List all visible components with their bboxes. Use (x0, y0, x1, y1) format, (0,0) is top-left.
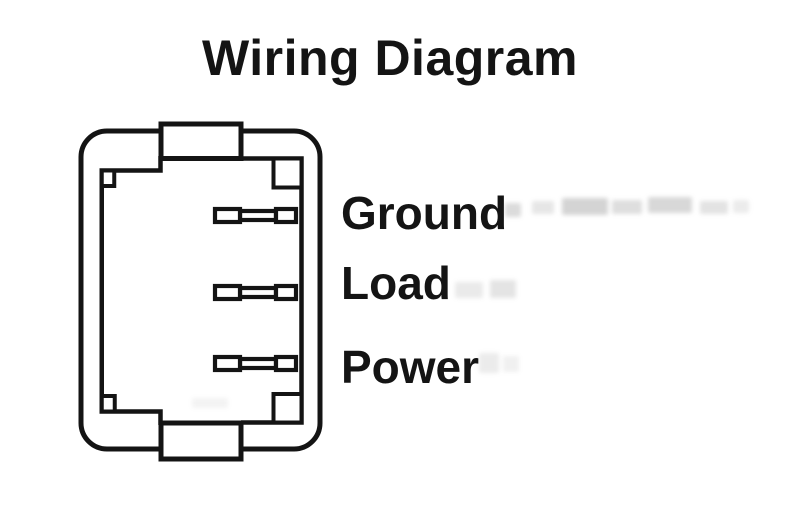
terminal-pin-ground (212, 206, 299, 225)
switch-inner-outline-right (241, 156, 304, 425)
corner-notch-bottom-left (99, 394, 117, 414)
corner-notch-top-right (271, 156, 304, 190)
terminal-label-power: Power (341, 341, 480, 393)
corner-notch-top-left (99, 168, 117, 188)
terminal-label-ground: Ground (341, 187, 508, 239)
mounting-tab-top (158, 121, 244, 161)
terminal-label-load: Load (341, 257, 451, 309)
terminal-pin-power (212, 354, 299, 373)
corner-notch-bottom-right (271, 392, 304, 425)
page-title: Wiring Diagram (201, 30, 579, 86)
terminal-pin-load (212, 283, 299, 302)
mounting-tab-bottom (158, 420, 244, 462)
switch-inner-outline-left (99, 156, 163, 425)
